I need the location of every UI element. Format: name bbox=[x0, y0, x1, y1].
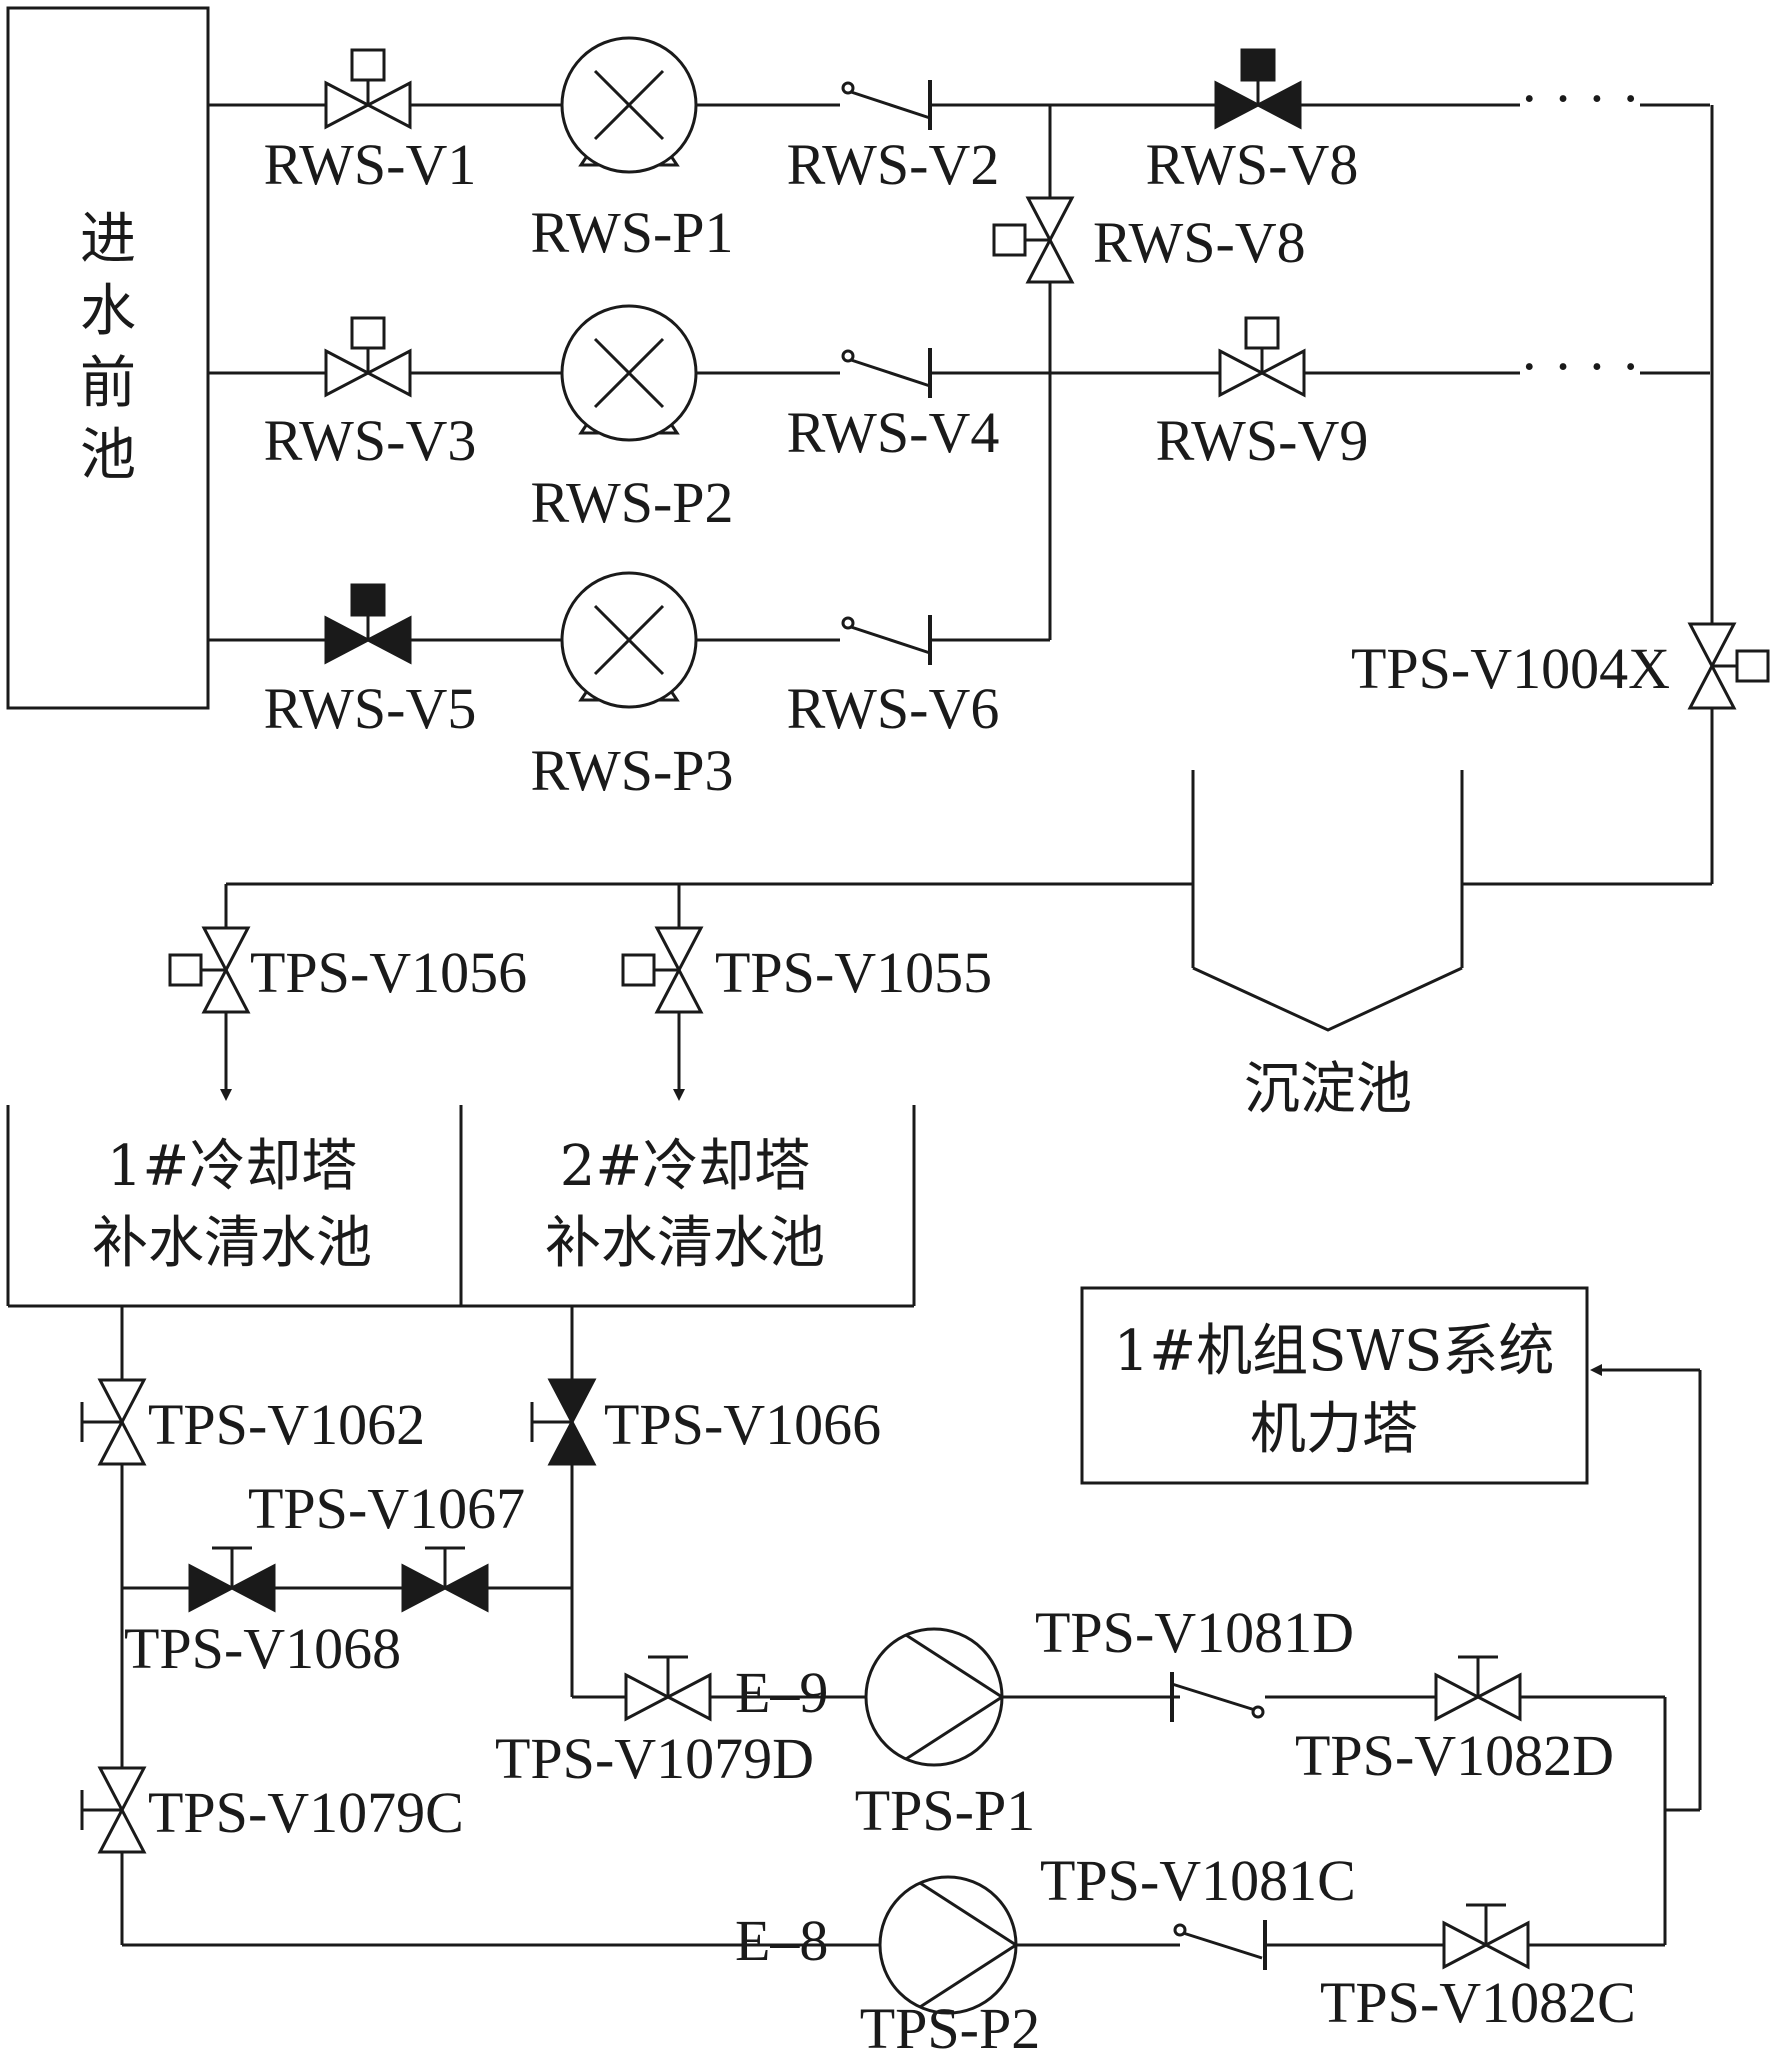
valve-tps-v1079c[interactable] bbox=[80, 1766, 146, 1854]
valve-rws-v5[interactable] bbox=[324, 583, 412, 664]
label-tower2-pool-line1: 2#冷却塔 bbox=[560, 1134, 811, 1199]
label-tps-v1055: TPS-V1055 bbox=[715, 940, 992, 1005]
cooling-tower-pools bbox=[6, 1105, 916, 1308]
label-sedimentation-pool: 沉淀池 bbox=[1244, 1057, 1412, 1122]
label-tps-v1062: TPS-V1062 bbox=[148, 1392, 425, 1457]
valve-tps-v1062[interactable] bbox=[80, 1378, 146, 1466]
valve-tps-v1056[interactable] bbox=[168, 926, 250, 1014]
intake-pool-box bbox=[6, 6, 210, 710]
label-tps-v1004x: TPS-V1004X bbox=[1351, 636, 1670, 701]
label-tps-v1067: TPS-V1067 bbox=[248, 1476, 525, 1541]
valve-tps-v1066[interactable] bbox=[530, 1378, 596, 1466]
label-tps-v1082c: TPS-V1082C bbox=[1320, 1970, 1636, 2035]
label-rws-v8-vertical: RWS-V8 bbox=[1093, 210, 1306, 275]
tag-e8: E–8 bbox=[735, 1908, 828, 1973]
label-tps-v1066: TPS-V1066 bbox=[604, 1392, 881, 1457]
valve-tps-v1079d[interactable] bbox=[624, 1655, 712, 1721]
svg-text:水: 水 bbox=[80, 279, 136, 344]
valve-tps-v1068[interactable] bbox=[188, 1546, 276, 1612]
check-valve-tps-v1081c[interactable] bbox=[1173, 1920, 1267, 1970]
pump-rws-p3[interactable] bbox=[560, 571, 698, 709]
label-tps-p2: TPS-P2 bbox=[860, 1996, 1041, 2054]
svg-text:进: 进 bbox=[80, 207, 136, 272]
check-valve-rws-v4[interactable] bbox=[841, 348, 932, 398]
label-rws-v6: RWS-V6 bbox=[787, 676, 1000, 741]
sedimentation-pool bbox=[1191, 770, 1464, 1032]
tag-e9: E–9 bbox=[735, 1660, 828, 1725]
label-tps-v1081d: TPS-V1081D bbox=[1035, 1600, 1354, 1665]
pump-rws-p2[interactable] bbox=[560, 304, 698, 442]
label-rws-v1: RWS-V1 bbox=[264, 132, 477, 197]
label-rws-p1: RWS-P1 bbox=[530, 200, 733, 265]
valve-rws-v8-top[interactable] bbox=[1214, 48, 1302, 129]
label-rws-v5: RWS-V5 bbox=[264, 676, 477, 741]
label-rws-p2: RWS-P2 bbox=[530, 470, 733, 535]
label-rws-v3: RWS-V3 bbox=[264, 408, 477, 473]
label-sws-tower-line2: 机力塔 bbox=[1250, 1397, 1418, 1462]
check-valve-rws-v6[interactable] bbox=[841, 615, 932, 665]
valve-tps-v1067[interactable] bbox=[401, 1546, 489, 1612]
label-rws-p3: RWS-P3 bbox=[530, 738, 733, 803]
valve-tps-v1004x[interactable] bbox=[1688, 622, 1770, 710]
label-rws-v8-top: RWS-V8 bbox=[1146, 132, 1359, 197]
valve-rws-v8-vertical[interactable] bbox=[992, 196, 1074, 284]
label-rws-v2: RWS-V2 bbox=[787, 132, 1000, 197]
label-tower1-pool-line2: 补水清水池 bbox=[92, 1211, 372, 1276]
label-tps-v1068: TPS-V1068 bbox=[124, 1616, 401, 1681]
svg-text:前: 前 bbox=[80, 351, 136, 416]
label-tower2-pool-line2: 补水清水池 bbox=[545, 1211, 825, 1276]
pump-tps-p2[interactable] bbox=[878, 1875, 1018, 2015]
svg-text:池: 池 bbox=[80, 423, 136, 488]
label-tps-v1056: TPS-V1056 bbox=[250, 940, 527, 1005]
label-sws-tower-line1: 1#机组SWS系统 bbox=[1114, 1319, 1555, 1384]
ellipsis-line2: · · · · bbox=[1520, 334, 1641, 399]
sws-tower-box bbox=[1080, 1286, 1589, 1485]
label-tps-p1: TPS-P1 bbox=[855, 1778, 1036, 1843]
pump-rws-p1[interactable] bbox=[560, 36, 698, 174]
valve-rws-v1[interactable] bbox=[324, 48, 412, 129]
rws-pipelines bbox=[208, 103, 1714, 886]
label-rws-v4: RWS-V4 bbox=[787, 400, 1000, 465]
check-valve-tps-v1081d[interactable] bbox=[1170, 1672, 1265, 1722]
valve-rws-v3[interactable] bbox=[324, 316, 412, 397]
label-tower1-pool-line1: 1#冷却塔 bbox=[107, 1134, 358, 1199]
valve-tps-v1055[interactable] bbox=[621, 926, 703, 1014]
pump-tps-p1[interactable] bbox=[864, 1627, 1004, 1767]
intake-pool-label: 进 水 前 池 bbox=[80, 207, 136, 488]
label-tps-v1081c: TPS-V1081C bbox=[1040, 1848, 1356, 1913]
ellipsis-line1: · · · · bbox=[1520, 66, 1641, 131]
label-tps-v1079d: TPS-V1079D bbox=[495, 1726, 814, 1791]
valve-tps-v1082d[interactable] bbox=[1434, 1655, 1522, 1721]
valve-rws-v9[interactable] bbox=[1218, 316, 1306, 397]
label-rws-v9: RWS-V9 bbox=[1156, 408, 1369, 473]
valve-tps-v1082c[interactable] bbox=[1442, 1903, 1530, 1969]
label-tps-v1082d: TPS-V1082D bbox=[1295, 1723, 1614, 1788]
label-tps-v1079c: TPS-V1079C bbox=[148, 1780, 464, 1845]
check-valve-rws-v2[interactable] bbox=[841, 80, 932, 130]
